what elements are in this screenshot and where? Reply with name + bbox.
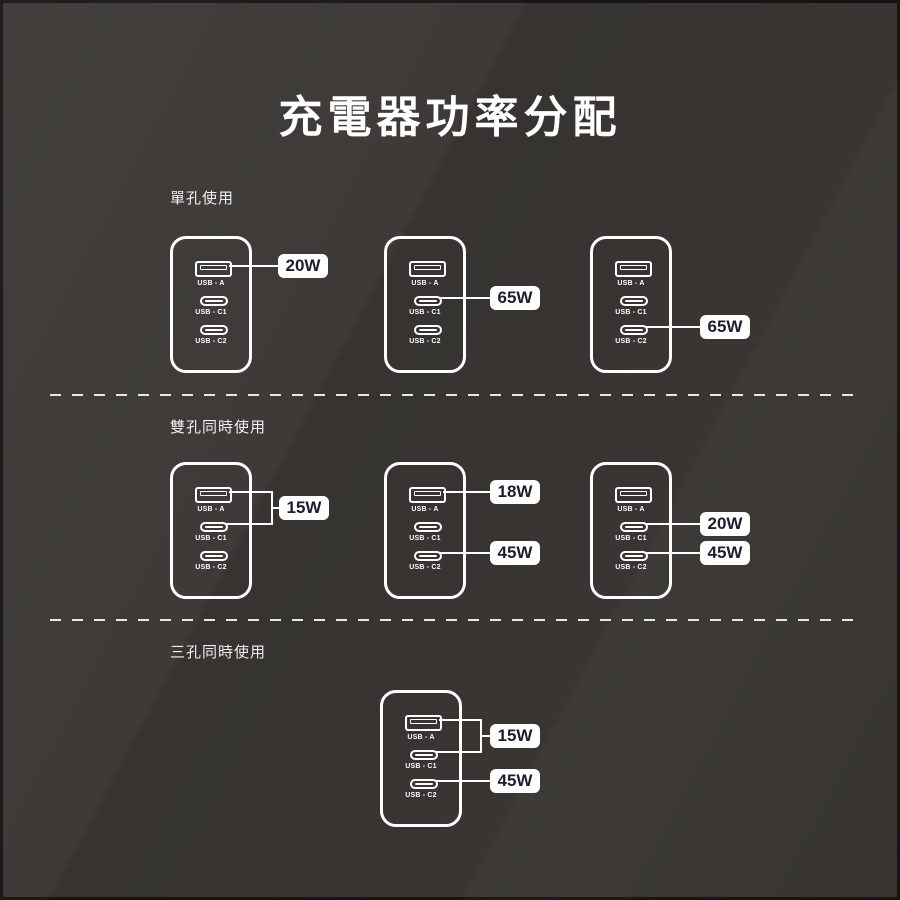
connector-line: [225, 523, 273, 525]
port-label: USB - C2: [615, 564, 647, 571]
port-label: USB - C1: [195, 309, 227, 316]
connector-line: [645, 326, 700, 328]
charger-diagram: USB - A USB - C1 USB - C2: [590, 462, 672, 599]
port-label: USB - A: [197, 506, 225, 513]
port-label: USB - C2: [405, 792, 437, 799]
connector-line: [435, 751, 482, 753]
port-label: USB - A: [617, 506, 645, 513]
charger-diagram: USB - A USB - C1 USB - C2: [170, 236, 252, 373]
usb-c2-port-icon: [414, 551, 442, 561]
charger-diagram: USB - A USB - C1 USB - C2: [590, 236, 672, 373]
usb-c1-port-icon: [620, 296, 648, 306]
port-label: USB - A: [411, 280, 439, 287]
power-badge: 45W: [490, 541, 540, 565]
section-divider: [50, 619, 856, 621]
usb-c2-port-icon: [620, 325, 648, 335]
usb-c2-port-icon: [200, 551, 228, 561]
connector-line: [273, 507, 279, 509]
port-label: USB - C2: [409, 564, 441, 571]
section-label-single-port: 單孔使用: [170, 190, 235, 207]
connector-line: [229, 491, 273, 493]
usb-a-port-icon: [615, 261, 652, 277]
usb-c1-port-icon: [410, 750, 438, 760]
usb-c1-port-icon: [620, 522, 648, 532]
usb-a-tongue: [620, 265, 647, 270]
port-label: USB - A: [197, 280, 225, 287]
port-label: USB - C1: [195, 535, 227, 542]
charger-diagram: USB - A USB - C1 USB - C2: [384, 236, 466, 373]
usb-c2-port-icon: [200, 325, 228, 335]
usb-a-port-icon: [615, 487, 652, 503]
usb-a-port-icon: [195, 261, 232, 277]
connector-line: [439, 719, 482, 721]
port-label: USB - C1: [409, 309, 441, 316]
connector-line: [271, 491, 273, 525]
usb-a-tongue: [410, 719, 437, 724]
usb-a-port-icon: [409, 261, 446, 277]
usb-a-tongue: [414, 265, 441, 270]
power-badge: 20W: [278, 254, 328, 278]
usb-a-port-icon: [409, 487, 446, 503]
power-badge: 65W: [700, 315, 750, 339]
usb-a-port-icon: [405, 715, 442, 731]
usb-a-tongue: [200, 491, 227, 496]
connector-line: [435, 780, 490, 782]
port-label: USB - C2: [195, 338, 227, 345]
section-divider: [50, 394, 856, 396]
connector-line: [480, 719, 482, 753]
connector-line: [443, 491, 490, 493]
section-label-dual-port: 雙孔同時使用: [170, 419, 267, 436]
power-badge: 15W: [490, 724, 540, 748]
port-label: USB - C1: [615, 309, 647, 316]
connector-line: [482, 735, 490, 737]
usb-c1-port-icon: [200, 296, 228, 306]
port-label: USB - C1: [409, 535, 441, 542]
port-label: USB - A: [407, 734, 435, 741]
connector-line: [439, 297, 490, 299]
usb-c1-port-icon: [414, 296, 442, 306]
power-badge: 20W: [700, 512, 750, 536]
port-label: USB - C2: [195, 564, 227, 571]
connector-line: [229, 265, 278, 267]
port-label: USB - C1: [615, 535, 647, 542]
usb-c1-port-icon: [200, 522, 228, 532]
power-badge: 45W: [700, 541, 750, 565]
usb-a-tongue: [200, 265, 227, 270]
charger-diagram: USB - A USB - C1 USB - C2: [170, 462, 252, 599]
port-label: USB - A: [617, 280, 645, 287]
power-badge: 18W: [490, 480, 540, 504]
connector-line: [439, 552, 490, 554]
usb-c2-port-icon: [410, 779, 438, 789]
power-badge: 15W: [279, 496, 329, 520]
power-badge: 45W: [490, 769, 540, 793]
usb-a-tongue: [414, 491, 441, 496]
page-title: 充電器功率分配: [278, 93, 622, 142]
port-label: USB - A: [411, 506, 439, 513]
usb-c1-port-icon: [414, 522, 442, 532]
port-label: USB - C2: [615, 338, 647, 345]
charger-diagram: USB - A USB - C1 USB - C2: [380, 690, 462, 827]
connector-line: [645, 523, 700, 525]
usb-a-port-icon: [195, 487, 232, 503]
connector-line: [645, 552, 700, 554]
port-label: USB - C2: [409, 338, 441, 345]
power-badge: 65W: [490, 286, 540, 310]
usb-c2-port-icon: [620, 551, 648, 561]
usb-c2-port-icon: [414, 325, 442, 335]
section-label-triple-port: 三孔同時使用: [170, 644, 267, 661]
port-label: USB - C1: [405, 763, 437, 770]
usb-a-tongue: [620, 491, 647, 496]
charger-diagram: USB - A USB - C1 USB - C2: [384, 462, 466, 599]
